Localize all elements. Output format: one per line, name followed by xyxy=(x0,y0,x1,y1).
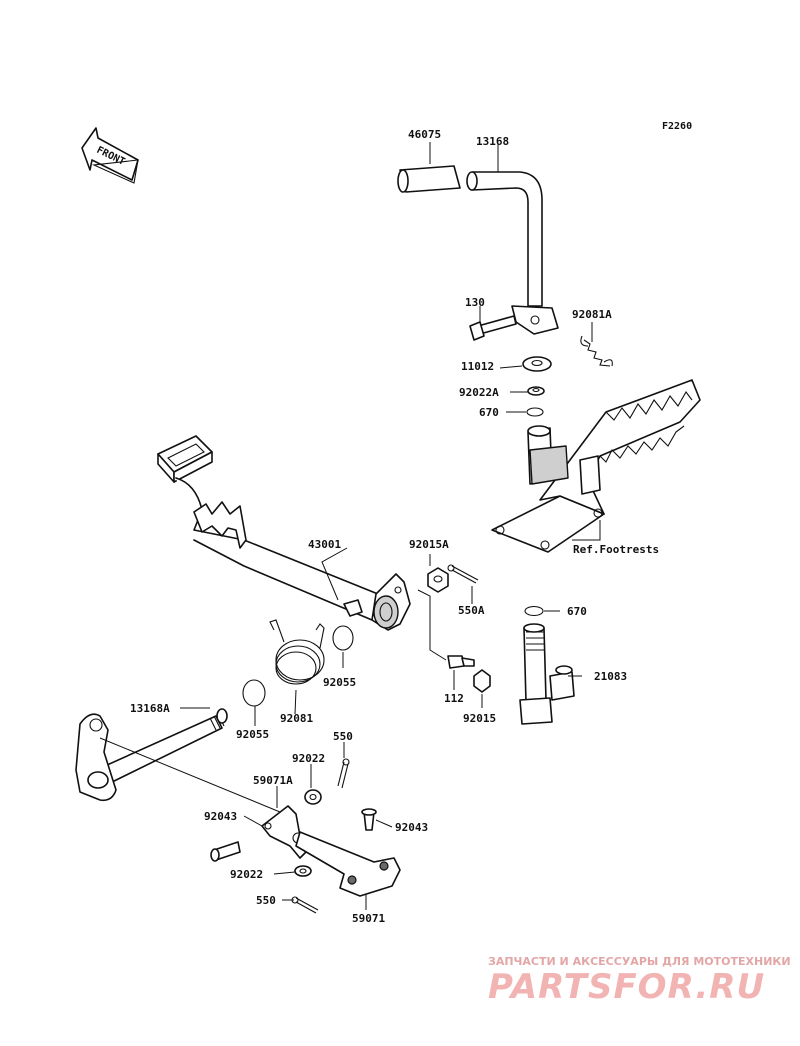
footrest-assembly xyxy=(491,379,701,553)
link-59071 xyxy=(295,831,401,897)
washer-11012 xyxy=(522,356,552,372)
ref-footrests-label: Ref.Footrests xyxy=(573,543,659,556)
bolt-112 xyxy=(447,655,475,669)
label-550A: 550A xyxy=(458,604,485,617)
label-13168: 13168 xyxy=(476,135,509,148)
lever-13168 xyxy=(466,171,559,335)
pin-550-lower xyxy=(291,896,319,914)
watermark-brand: PARTSFOR.RU xyxy=(488,967,765,1007)
label-59071A: 59071A xyxy=(253,774,293,787)
pin-550A xyxy=(447,564,479,584)
shaft-21083 xyxy=(519,623,575,725)
pin-92043-left xyxy=(210,841,241,862)
label-550-upper: 550 xyxy=(333,730,353,743)
spring-92081A xyxy=(580,335,613,367)
label-43001: 43001 xyxy=(308,538,341,551)
ref-leader xyxy=(572,520,601,541)
label-92022-upper: 92022 xyxy=(292,752,325,765)
label-92081: 92081 xyxy=(280,712,313,725)
label-550-lower: 550 xyxy=(256,894,276,907)
label-92022-lower: 92022 xyxy=(230,868,263,881)
nut-92015A xyxy=(427,567,449,593)
spring-92081 xyxy=(269,619,325,685)
washer-92022-upper xyxy=(304,789,322,805)
oring-92055-lower xyxy=(242,679,266,707)
diagram-code: F2260 xyxy=(662,121,692,132)
label-130: 130 xyxy=(465,296,485,309)
washer-92022-lower xyxy=(294,865,312,877)
label-46075: 46075 xyxy=(408,128,441,141)
pin-550-upper xyxy=(337,758,350,789)
washer-92022A xyxy=(527,386,545,396)
shaft-13168A xyxy=(75,708,228,802)
nut-92015 xyxy=(473,669,491,693)
label-92055-lower: 92055 xyxy=(236,728,269,741)
label-92043-left: 92043 xyxy=(204,810,237,823)
leader-lines xyxy=(99,142,593,910)
label-92015: 92015 xyxy=(463,712,496,725)
label-670-lower: 670 xyxy=(567,605,587,618)
ring-670-upper xyxy=(526,407,544,417)
label-670-upper: 670 xyxy=(479,406,499,419)
oring-92055-upper xyxy=(332,625,354,651)
label-11012: 11012 xyxy=(461,360,494,373)
watermark-tagline: ЗАПЧАСТИ И АКСЕССУАРЫ ДЛЯ МОТОТЕХНИКИ xyxy=(488,955,791,968)
bolt-130 xyxy=(469,315,517,341)
label-92055-upper: 92055 xyxy=(323,676,356,689)
label-21083: 21083 xyxy=(594,670,627,683)
label-92015A: 92015A xyxy=(409,538,449,551)
label-13168A: 13168A xyxy=(130,702,170,715)
ring-670-lower xyxy=(524,605,544,617)
pin-92043-right xyxy=(361,808,377,831)
label-92022A: 92022A xyxy=(459,386,499,399)
grip-46075 xyxy=(397,165,461,193)
label-59071: 59071 xyxy=(352,912,385,925)
pedal-43001 xyxy=(157,435,411,631)
front-arrow-icon: FRONT xyxy=(81,127,139,184)
watermark: ЗАПЧАСТИ И АКСЕССУАРЫ ДЛЯ МОТОТЕХНИКИ PA… xyxy=(488,955,791,1007)
label-112: 112 xyxy=(444,692,464,705)
label-92081A: 92081A xyxy=(572,308,612,321)
part-labels: 46075 13168 130 92081A 11012 92022A 670 … xyxy=(130,128,627,925)
label-92043-right: 92043 xyxy=(395,821,428,834)
